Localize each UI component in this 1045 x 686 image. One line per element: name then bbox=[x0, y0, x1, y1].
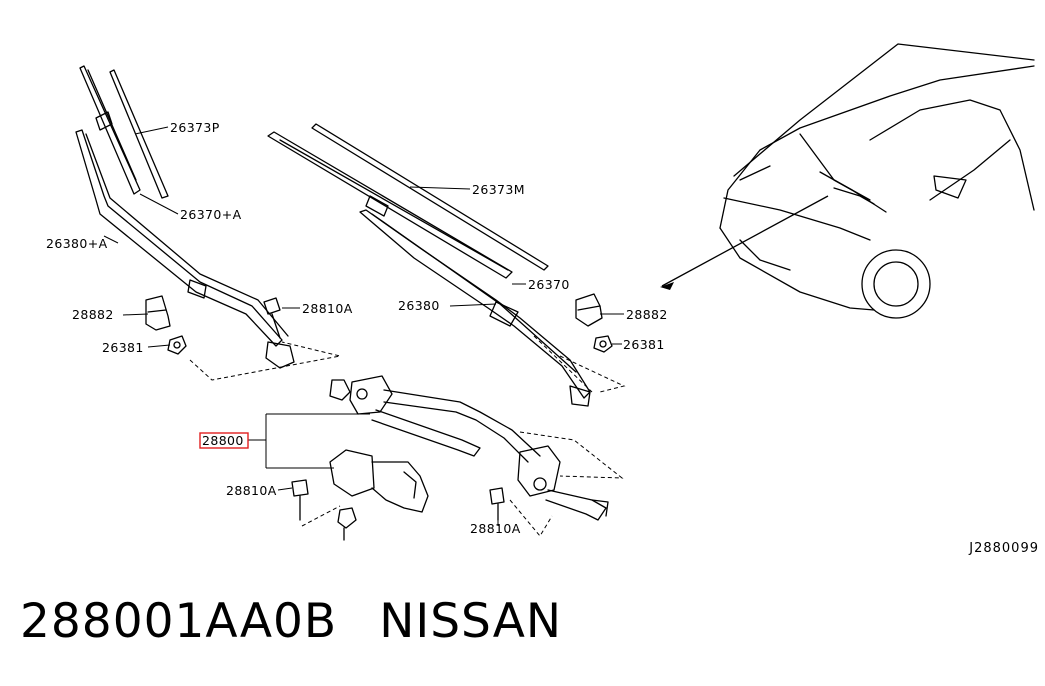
highlight-box bbox=[199, 432, 249, 449]
label-bolt-motor: 28810A bbox=[226, 483, 277, 498]
label-assembly: 28800 bbox=[202, 433, 244, 448]
left-wiper-arm bbox=[75, 129, 295, 369]
part-number: 288001AA0B bbox=[20, 594, 338, 649]
leader-lines bbox=[103, 126, 624, 526]
pivot-cover-right bbox=[575, 293, 603, 327]
wiper-parts-diagram: 26373P 26370+A 26380+A 28882 26381 28810… bbox=[46, 43, 1035, 541]
label-arm-left: 26380+A bbox=[46, 236, 108, 251]
wiper-linkage bbox=[329, 375, 609, 521]
left-wiper-blade bbox=[79, 65, 169, 199]
right-wiper-blade bbox=[267, 123, 549, 279]
pivot-cover-left bbox=[145, 295, 171, 331]
bolt-top bbox=[263, 297, 281, 339]
wiper-motor bbox=[329, 449, 429, 541]
vehicle-outline bbox=[719, 43, 1035, 319]
right-wiper-arm bbox=[359, 209, 591, 407]
callout-arrow bbox=[660, 195, 829, 290]
bolt-right bbox=[489, 487, 505, 521]
label-cover-right: 28882 bbox=[626, 307, 668, 322]
bolt-motor bbox=[291, 479, 309, 521]
label-arm-cap-right: 26370 bbox=[528, 277, 570, 292]
assembly-dash-lines bbox=[189, 335, 626, 537]
label-arm-right: 26380 bbox=[398, 298, 440, 313]
nut-right bbox=[593, 335, 613, 353]
label-blade-right: 26373M bbox=[472, 182, 525, 197]
nut-left bbox=[167, 335, 187, 355]
label-cover-left: 28882 bbox=[72, 307, 114, 322]
label-bolt-link-top: 28810A bbox=[302, 301, 353, 316]
label-arm-cap-left: 26370+A bbox=[180, 207, 242, 222]
label-nut-right: 26381 bbox=[623, 337, 665, 352]
drawing-code: J2880099 bbox=[969, 541, 1039, 556]
label-blade-left: 26373P bbox=[170, 120, 220, 135]
label-bolt-right: 28810A bbox=[470, 521, 521, 536]
label-nut-left: 26381 bbox=[102, 340, 144, 355]
brand-name: NISSAN bbox=[379, 594, 563, 649]
